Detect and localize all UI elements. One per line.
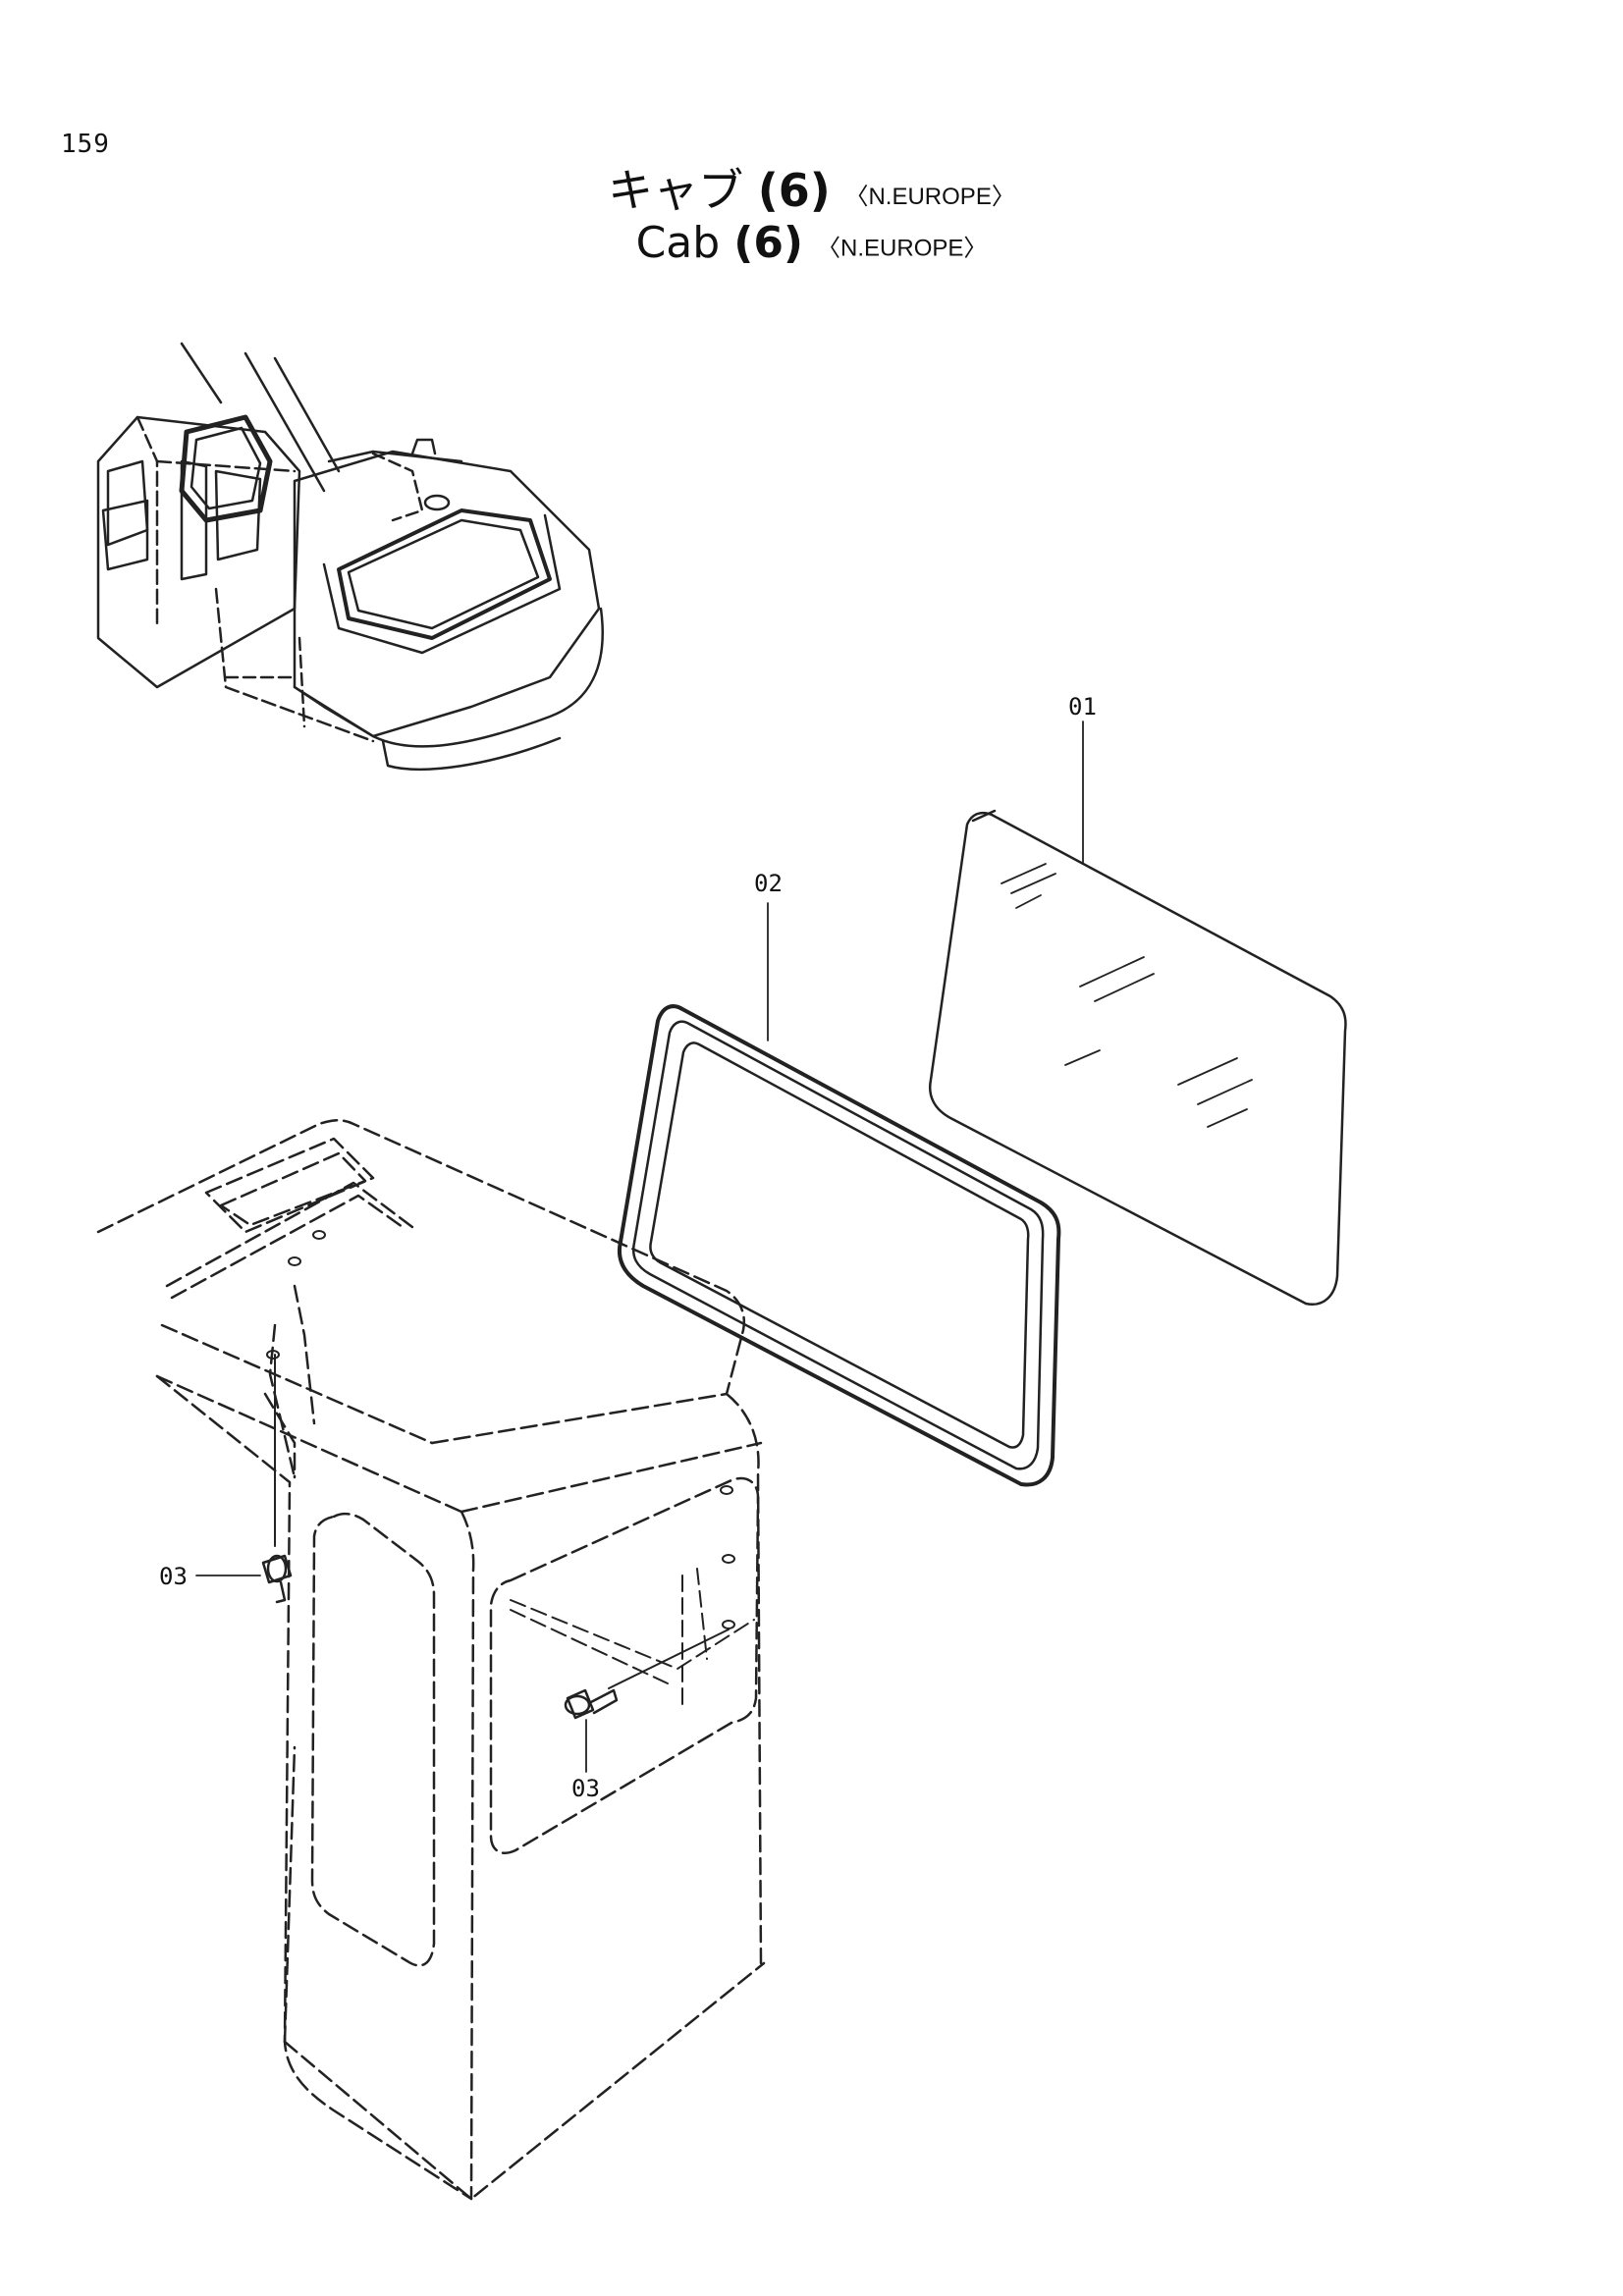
callout-part-03-right: 03 (571, 1775, 600, 1802)
title-english-region: 〈N.EUROPE〉 (817, 235, 988, 262)
bolt-part-right (564, 1629, 730, 1720)
title-english-number: (6) (733, 218, 804, 268)
callout-part-03-left: 03 (159, 1563, 188, 1590)
title-japanese-number: (6) (757, 164, 831, 217)
page-number: 159 (61, 130, 110, 159)
title-japanese: キャブ (6) 〈N.EUROPE〉 (0, 155, 1623, 220)
callout-part-02: 02 (754, 870, 783, 897)
title-english: Cab (6) 〈N.EUROPE〉 (0, 218, 1623, 268)
window-glass-part (929, 809, 1347, 1307)
callout-part-01: 01 (1068, 693, 1097, 721)
title-japanese-region: 〈N.EUROPE〉 (844, 184, 1015, 210)
callout-leaders (195, 721, 1084, 1773)
bolt-hole-markers (266, 1230, 735, 1629)
bolt-part-left (261, 1354, 293, 1604)
title-japanese-text: キャブ (608, 164, 744, 217)
excavator-overview-illustration (96, 342, 604, 771)
title-english-text: Cab (635, 218, 721, 268)
cab-body-illustration (96, 1119, 766, 2201)
window-seal-part (618, 1004, 1061, 1487)
